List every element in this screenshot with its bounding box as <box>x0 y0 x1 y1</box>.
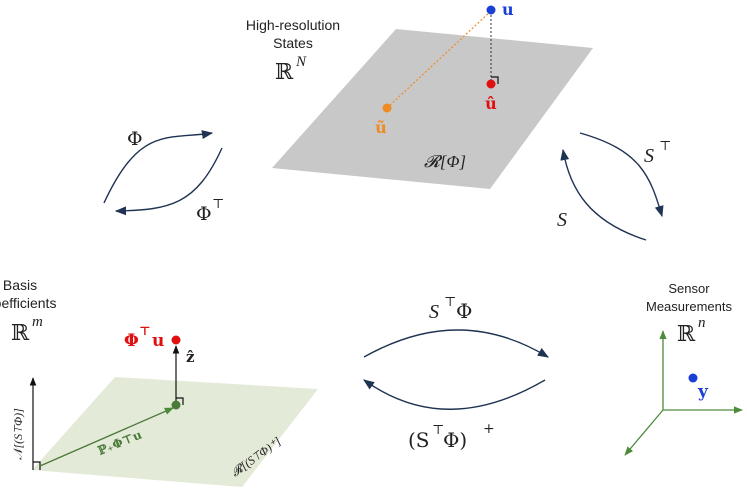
sensor-measurements-group: Sensor Measurements ℝ n y <box>624 281 743 456</box>
phi-t-u-sup: ⊤ <box>139 324 151 338</box>
phi-t-u-point <box>171 335 181 345</box>
sensor-space-superscript: n <box>698 315 706 331</box>
s-t-phi-label: S <box>429 301 439 323</box>
sensor-title-line2: Measurements <box>646 299 732 314</box>
u-hat-label: û <box>485 94 497 113</box>
high-res-title-line1: High-resolution <box>246 17 340 33</box>
high-res-states-group: High-resolution States ℝ N u û ũ 𝓡[Φ] <box>246 0 593 189</box>
phi-transpose-sup: ⊤ <box>212 197 224 212</box>
sensor-basis-maps-group: S ⊤ Φ (S ⊤ Φ) + <box>363 295 549 452</box>
basis-projection-point <box>171 400 181 410</box>
s-t-phi-tail: Φ <box>456 299 472 323</box>
u-label: u <box>502 0 514 19</box>
basis-space-superscript: m <box>32 314 43 330</box>
s-t-phi-sup: ⊤ <box>444 295 456 310</box>
pinv-mid: Φ) <box>443 428 467 452</box>
phi-transpose-arrow <box>114 147 223 216</box>
high-res-range-plane <box>272 29 593 189</box>
s-arrow <box>560 148 647 241</box>
sensor-axis-diagonal <box>624 409 664 456</box>
basis-title-line2: Coefficients <box>0 295 56 311</box>
phi-label: Φ <box>127 128 143 150</box>
s-transpose-label: S <box>644 145 654 167</box>
u-tilde-label: ũ <box>375 118 387 137</box>
pinv-sup2: + <box>483 421 495 437</box>
pinv-sup: ⊤ <box>432 423 444 438</box>
basis-coefficients-group: Basis Coefficients ℝ m 𝒩[(S⊤Φ)] ℙ₊Φ⊤u ẑ … <box>0 277 318 487</box>
phi-t-u-tail: u <box>152 331 164 351</box>
projection-vector <box>39 407 174 467</box>
high-res-title-line2: States <box>273 35 313 51</box>
s-t-phi-arrow <box>363 329 549 358</box>
y-point <box>688 373 698 383</box>
phi-transpose-label: Φ <box>196 203 212 225</box>
phi-arrow <box>103 130 214 204</box>
sensor-space-symbol: ℝ <box>677 322 696 347</box>
z-right-angle <box>176 397 184 405</box>
phi-t-u-label: Φ <box>124 331 139 351</box>
pinv-label: (S <box>408 428 430 452</box>
high-res-space-symbol: ℝ <box>275 60 294 85</box>
basis-title-line1: Basis <box>3 277 37 293</box>
s-transpose-sup: ⊤ <box>659 139 671 154</box>
pseudo-inverse-arrow <box>363 379 546 410</box>
y-label: y <box>697 382 709 402</box>
s-transpose-arrow <box>579 132 664 218</box>
s-label: S <box>557 209 567 231</box>
z-hat-label: ẑ <box>186 348 195 366</box>
basis-range-plane <box>32 377 318 487</box>
range-phi-label: 𝓡[Φ] <box>424 152 466 171</box>
basis-space-symbol: ℝ <box>11 321 30 346</box>
right-angle-marker <box>491 76 499 84</box>
u-tilde-point <box>382 103 392 113</box>
u-hat-point <box>486 79 496 89</box>
sensor-title-line1: Sensor <box>668 281 710 296</box>
phi-maps-group: Φ Φ ⊤ <box>103 128 224 225</box>
null-space-label: 𝒩[(S⊤Φ)] <box>11 408 25 460</box>
u-point <box>486 5 496 15</box>
origin-right-angle <box>33 461 41 470</box>
high-res-space-superscript: N <box>295 54 307 70</box>
s-maps-group: S ⊤ S <box>557 132 671 241</box>
